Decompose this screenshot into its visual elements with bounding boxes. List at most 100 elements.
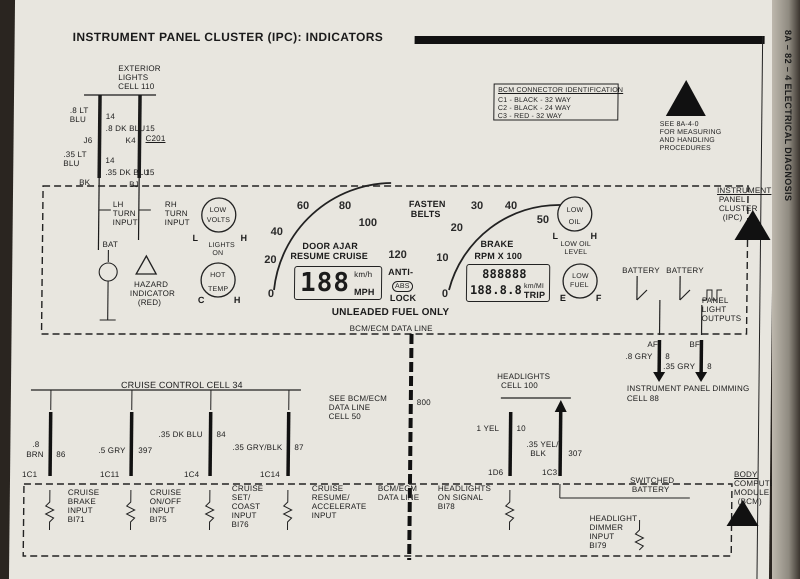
switched-battery-label: SWITCHED	[629, 476, 675, 485]
exterior-lights-line: EXTERIOR	[118, 64, 161, 73]
volts-gauge-label: VOLTS	[206, 217, 231, 224]
door-ajar-label: DOOR AJAR	[302, 241, 358, 251]
bcm-input-label: COAST	[231, 502, 261, 511]
wire-label: .35 GRY/BLK	[232, 443, 283, 452]
circuit-number: 14	[105, 156, 115, 165]
battery-label: BATTERY	[622, 266, 660, 275]
rh-turn-label: TURN	[164, 209, 188, 218]
connector-id: BF	[689, 340, 701, 349]
speedo-number: 60	[296, 200, 310, 212]
bcm-input-label: CRUISE	[311, 484, 344, 493]
unleaded-label: UNLEADED FUEL ONLY	[331, 307, 450, 318]
wire-label: .35 YEL/	[526, 440, 559, 449]
title-bar	[414, 36, 765, 44]
ipc-esd-symbol	[734, 210, 771, 240]
hazard-label: HAZARD	[134, 280, 169, 289]
bcm-input-label: HEADLIGHTS	[437, 484, 492, 493]
page-rule	[756, 36, 764, 579]
bcm-inputs	[44, 484, 690, 551]
dimming-label: INSTRUMENT PANEL DIMMING	[626, 384, 750, 393]
wire-label: .8 DK BLU	[105, 124, 146, 133]
circuit-number: 15	[145, 124, 156, 133]
esd-symbol	[665, 80, 706, 116]
trip-unit: TRIP	[523, 290, 546, 300]
abs-icon: ABS	[391, 281, 413, 292]
lh-turn-label: TURN	[112, 209, 136, 218]
connector-id: 1C1	[22, 470, 38, 479]
side-header: 8A – 82 – 4 ELECTRICAL DIAGNOSIS	[778, 30, 798, 330]
switched-battery-label: BATTERY	[631, 485, 670, 494]
gauge-letter: H	[590, 231, 598, 241]
bcm-label: (BCM)	[737, 497, 762, 506]
trip-digits: 188.8.8	[469, 283, 523, 297]
cruise-wires	[48, 412, 291, 476]
bcm-input-label: CRUISE	[149, 488, 182, 497]
page-title: INSTRUMENT PANEL CLUSTER (IPC): INDICATO…	[72, 30, 384, 44]
rpm-label: RPM X 100	[474, 251, 523, 261]
lh-turn-label: LH	[112, 200, 124, 209]
kmh-unit: km/h	[354, 270, 373, 279]
dimmer-input-label: DIMMER	[589, 523, 624, 532]
tach-number: 30	[470, 200, 484, 212]
rh-turn-label: RH	[164, 200, 177, 209]
panel-light-label: LIGHT	[701, 305, 727, 314]
resume-cruise-label: RESUME CRUISE	[290, 251, 369, 261]
connector-id: 1C14	[260, 470, 281, 479]
bcm-esd-symbol	[726, 500, 759, 526]
connector-id: 1C4	[184, 470, 200, 479]
bcm-input-label: RESUME/	[311, 493, 350, 502]
circuit-number: 14	[105, 112, 116, 121]
headlight-wires	[508, 412, 563, 476]
wire-label: .35 DK BLU	[105, 168, 150, 177]
speedo-number: 40	[270, 226, 283, 238]
fuel-gauge-label: FUEL	[570, 282, 589, 289]
circuit-number: 8	[665, 352, 671, 361]
circuit-number: 10	[516, 424, 526, 433]
connector-id: BJ	[129, 180, 139, 189]
gauge-letter: L	[552, 231, 559, 241]
gauge-letter: F	[595, 293, 602, 303]
bcm-input-label: INPUT	[231, 511, 257, 520]
odometer-digits: 888888	[482, 267, 527, 281]
panel-light-label: PANEL	[701, 296, 729, 305]
bcm-label: MODULE	[733, 488, 770, 497]
bcm-input-label: ON/OFF	[149, 497, 182, 506]
wire-label: .8	[32, 440, 40, 449]
bcm-input-label: INPUT	[311, 511, 337, 520]
bcm-connector-title: BCM CONNECTOR IDENTIFICATION	[498, 87, 624, 94]
dimming-wires	[657, 340, 704, 372]
bcm-input-label: SET/	[231, 493, 251, 502]
tach-number: 0	[441, 288, 449, 300]
bcm-input-label: ON SIGNAL	[437, 493, 484, 502]
connector-id: 1C3	[542, 468, 558, 477]
connector-id: BK	[79, 178, 91, 187]
speed-digits: 188	[299, 268, 351, 298]
esd-note-line: PROCEDURES	[659, 145, 711, 152]
wire-label: .35 DK BLU	[158, 430, 203, 439]
temp-gauge-label: TEMP	[207, 286, 229, 293]
circuit-number: 8	[707, 362, 712, 371]
connector-id: C201	[145, 134, 166, 143]
bcm-connector-line: C3 - RED - 32 WAY	[497, 113, 563, 120]
bcm-input-label: BRAKE	[67, 497, 96, 506]
volts-gauge-label: LOW	[209, 207, 227, 214]
bcm-input-label: DATA LINE	[377, 493, 420, 502]
wire-label: .8 LT	[69, 106, 89, 115]
circuit-number: 800	[416, 398, 431, 407]
battery-switches	[636, 276, 722, 335]
wire-label: .5 GRY	[98, 446, 126, 455]
battery-label: BATTERY	[666, 266, 704, 275]
bcm-input-label: BI76	[231, 520, 249, 529]
schematic-lines	[22, 36, 771, 579]
bcm-label: BODY	[734, 470, 758, 479]
hazard-circuit	[98, 250, 158, 321]
bcm-input-label: BI71	[67, 515, 85, 524]
circuit-number: 87	[294, 443, 304, 452]
data-line-ref: DATA LINE	[328, 403, 371, 412]
wire-label: BLU	[63, 159, 80, 168]
hazard-label: INDICATOR	[129, 289, 176, 298]
data-line	[407, 334, 414, 560]
bcm-input-label: INPUT	[67, 506, 93, 515]
dimmer-input-label: INPUT	[589, 532, 615, 541]
cluster-label: (IPC)	[722, 213, 743, 222]
